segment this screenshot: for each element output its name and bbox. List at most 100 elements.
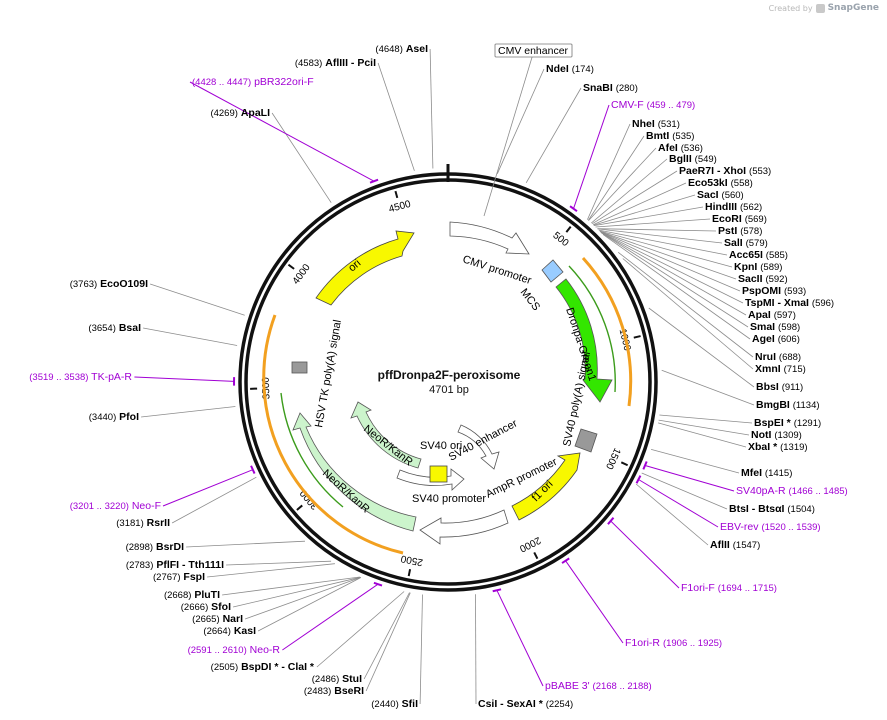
feature-sv40-enhancer[interactable] (457, 424, 500, 470)
primer-leader (134, 376, 235, 382)
enzyme-label-hindiii[interactable]: HindIII (562) (705, 201, 762, 213)
enzyme-leader (271, 112, 332, 203)
enzyme-label-afei[interactable]: AfeI (536) (658, 142, 703, 154)
primer-label-sv40pa-r[interactable]: SV40pA-R (1466 .. 1485) (736, 485, 848, 497)
primer-label-tk-pa-r[interactable]: (3519 .. 3538) TK-pA-R (29, 371, 132, 383)
primer-label-neo-f[interactable]: (3201 .. 3220) Neo-F (70, 500, 161, 512)
enzyme-label-pluti[interactable]: (2668) PluTI (164, 589, 220, 601)
enzyme-label-nrui[interactable]: NruI (688) (755, 351, 801, 363)
enzyme-leader (141, 406, 236, 418)
enzyme-label-asei[interactable]: (4648) AseI (375, 43, 428, 55)
enzyme-label-xbai[interactable]: XbaI * (1319) (748, 441, 808, 453)
enzyme-label-eco53ki[interactable]: Eco53kI (558) (688, 177, 753, 189)
scale-tick-label: 500 (551, 230, 571, 249)
label-sv40-promoter: SV40 promoter (412, 493, 486, 505)
enzyme-label-bseri[interactable]: (2483) BseRI (304, 685, 364, 697)
enzyme-label-bmgbi[interactable]: BmgBI (1134) (756, 399, 820, 411)
enzyme-label-pspomi[interactable]: PspOMI (593) (742, 285, 806, 297)
label-sv40-ori: SV40 ori (420, 440, 462, 452)
scale-tick-label: 2000 (517, 534, 542, 554)
feature-mcs[interactable] (541, 259, 564, 283)
enzyme-leader (149, 283, 245, 316)
cmv-enhancer-callout[interactable]: CMV enhancer (483, 43, 573, 217)
enzyme-label-acc65i[interactable]: Acc65I (585) (729, 249, 788, 261)
primer-labels: (4428 .. 4447) pBR322ori-F CMV-F (459 ..… (29, 76, 847, 692)
feature-ampr-promoter[interactable] (419, 509, 509, 545)
enzyme-leader (617, 251, 754, 358)
enzyme-label-bglii[interactable]: BglII (549) (669, 153, 717, 165)
enzyme-label-smai[interactable]: SmaI (598) (750, 321, 800, 333)
primer-label-ebv-rev[interactable]: EBV-rev (1520 .. 1539) (720, 521, 821, 533)
enzyme-label-pflfi-tth111i[interactable]: (2783) PflFI - Tth111I (126, 559, 224, 571)
primer-leader (282, 583, 379, 651)
enzyme-label-xmni[interactable]: XmnI (715) (755, 363, 806, 375)
enzyme-label-saci[interactable]: SacI (560) (697, 189, 744, 201)
primer-label-neo-r[interactable]: (2591 .. 2610) Neo-R (188, 644, 281, 656)
enzyme-label-sacii[interactable]: SacII (592) (738, 273, 788, 285)
feature-sv40-ori[interactable] (429, 465, 448, 483)
enzyme-label-bmti[interactable]: BmtI (535) (646, 130, 694, 142)
enzyme-leader (429, 48, 434, 169)
primer-label-pbabe3[interactable]: pBABE 3' (2168 .. 2188) (545, 680, 652, 692)
enzyme-label-sfii[interactable]: (2440) SfiI (371, 698, 418, 710)
enzyme-label-kpni[interactable]: KpnI (589) (734, 261, 782, 273)
feature-ori[interactable] (315, 230, 415, 306)
primer-leader (162, 469, 253, 507)
enzyme-leader (365, 592, 411, 692)
primer-leader (644, 465, 735, 492)
enzyme-label-snabi[interactable]: SnaBI (280) (583, 82, 638, 94)
enzyme-label-bspei[interactable]: BspEI * (1291) (754, 417, 821, 429)
enzyme-label-bsai[interactable]: (3654) BsaI (88, 322, 141, 334)
enzyme-label-bbsi[interactable]: BbsI (911) (756, 381, 803, 393)
enzyme-leader (648, 307, 755, 388)
primer-label-cmv-f[interactable]: CMV-F (459 .. 479) (611, 99, 695, 111)
enzyme-label-aflii[interactable]: AflII (1547) (710, 539, 760, 551)
enzyme-label-bspdi-clai[interactable]: (2505) BspDI * - ClaI * (211, 661, 315, 673)
label-hsv-tk-polya: HSV TK poly(A) signal (313, 319, 344, 429)
enzyme-leader (641, 472, 728, 510)
scale-tick-label: 3500 (261, 376, 273, 399)
enzyme-label-paer7i-xhoi[interactable]: PaeR7I - XhoI (553) (679, 165, 771, 177)
enzyme-label-noti[interactable]: NotI (1309) (751, 429, 802, 441)
enzyme-label-tspmi-xmai[interactable]: TspMI - XmaI (596) (745, 297, 834, 309)
primer-arc-right (581, 256, 633, 407)
feature-neor-kanr-outer[interactable] (292, 412, 417, 532)
feature-cmv-promoter[interactable] (449, 221, 530, 255)
primer-label-f1ori-r[interactable]: F1ori-R (1906 .. 1925) (625, 637, 722, 649)
enzyme-label-sfoi[interactable]: (2666) SfoI (181, 601, 231, 613)
enzyme-label-ecori[interactable]: EcoRI (569) (712, 213, 767, 225)
enzyme-label-stui[interactable]: (2486) StuI (312, 673, 362, 685)
enzyme-label-btsi[interactable]: BtsI - BtsαI (1504) (729, 503, 815, 515)
enzyme-label-nari[interactable]: (2665) NarI (192, 613, 243, 625)
enzyme-label-apali[interactable]: (4269) ApaLI (210, 107, 270, 119)
enzyme-label-sali[interactable]: SalI (579) (724, 237, 768, 249)
primer-site-mark (607, 517, 615, 525)
feature-hsv-tk-polya[interactable] (291, 361, 308, 374)
primer-label-f1ori-f[interactable]: F1ori-F (1694 .. 1715) (681, 582, 777, 594)
enzyme-label-pfoi[interactable]: (3440) PfoI (89, 411, 139, 423)
enzyme-leader (601, 232, 749, 328)
credit-prefix: Created by (768, 3, 813, 13)
enzyme-label-mfei[interactable]: MfeI (1415) (741, 467, 792, 479)
primer-label-pbr322ori-f[interactable]: (4428 .. 4447) pBR322ori-F (192, 76, 314, 88)
enzyme-label-rsrii[interactable]: (3181) RsrII (116, 517, 170, 529)
enzyme-label-agei[interactable]: AgeI (606) (752, 333, 800, 345)
enzyme-label-apai[interactable]: ApaI (597) (748, 309, 796, 321)
enzyme-label-csii-sexai[interactable]: CsiI - SexAI * (2254) (478, 698, 573, 710)
enzyme-label-ecoo109i[interactable]: (3763) EcoO109I (70, 278, 148, 290)
enzyme-label-bsrdi[interactable]: (2898) BsrDI (126, 541, 184, 553)
enzyme-label-fspi[interactable]: (2767) FspI (153, 571, 205, 583)
feature-sv40-polya[interactable] (574, 428, 598, 453)
enzyme-label-kasi[interactable]: (2664) KasI (203, 625, 256, 637)
feature-dronpa-green1[interactable] (555, 278, 613, 403)
snapgene-credit: Created by SnapGene (769, 3, 879, 13)
scale-tick (565, 225, 572, 233)
enzyme-label-ndei[interactable]: NdeI (174) (546, 63, 594, 75)
enzyme-label-afliii-pcii[interactable]: (4583) AflIII - PciI (295, 57, 376, 69)
enzyme-labels: (4648) AseI (4583) AflIII - PciI (4269) … (70, 43, 834, 710)
enzyme-label-nhei[interactable]: NheI (531) (632, 118, 680, 130)
scale-tick (287, 263, 295, 270)
feature-neor-kanr-inner[interactable] (350, 401, 422, 469)
feature-f1-ori[interactable] (511, 452, 581, 521)
enzyme-label-psti[interactable]: PstI (578) (718, 225, 762, 237)
